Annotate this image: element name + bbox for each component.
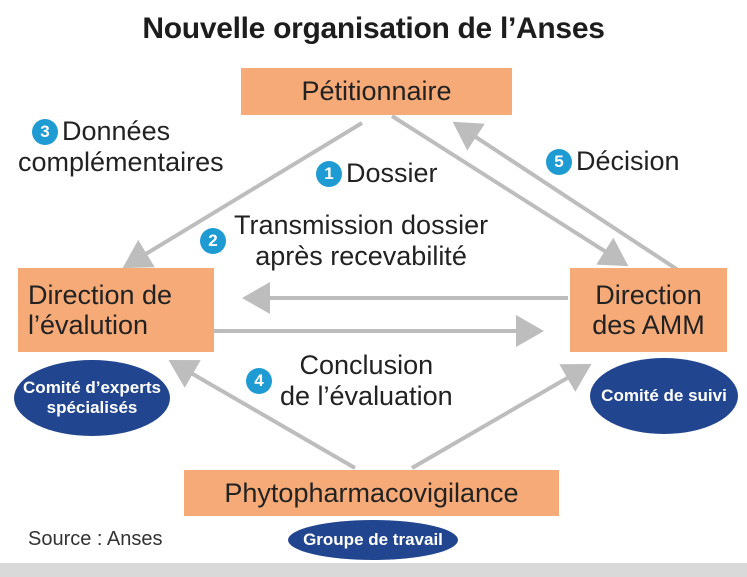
step-3-text-line2: complémentaires (18, 147, 224, 178)
node-direction-evaluation-label: Direction de l’évalution (28, 279, 173, 340)
arrow-phyto-to-evaluation (168, 359, 357, 470)
step-5-badge: 5 (546, 149, 572, 175)
node-direction-amm: Direction des AMM (570, 268, 727, 352)
step-1-badge: 1 (316, 161, 342, 187)
step-4-label: 4 Conclusion de l’évaluation (246, 350, 453, 413)
node-phytopharmacovigilance-label: Phytopharmacovigilance (224, 477, 519, 508)
committee-experts-label: Comité d’experts spécialisés (23, 377, 161, 417)
step-3-badge: 3 (32, 119, 58, 145)
step-2-badge: 2 (200, 228, 226, 255)
step-4-badge: 4 (246, 368, 272, 395)
page-title: Nouvelle organisation de l’Anses (142, 12, 605, 45)
arrow-phyto-to-amm (410, 363, 592, 470)
arrow-dossier (390, 114, 629, 267)
committee-suivi-label: Comité de suivi (601, 385, 727, 405)
node-petitionnaire: Pétitionnaire (241, 68, 512, 115)
source-note: Source : Anses (28, 528, 163, 550)
step-4-text-line1: Conclusion (299, 350, 434, 380)
step-2-text-line2: après recevabilité (255, 241, 467, 272)
committee-suivi-oval: Comité de suivi (590, 358, 738, 434)
step-1-text: Dossier (346, 158, 438, 188)
step-4-text-line2: de l’évaluation (280, 381, 453, 412)
node-direction-amm-label: Direction des AMM (592, 279, 705, 340)
step-3-text-line1: Données (62, 116, 171, 146)
groupe-travail-oval: Groupe de travail (288, 520, 458, 560)
step-2-label: 2 Transmission dossier après recevabilit… (200, 210, 488, 273)
committee-experts-oval: Comité d’experts spécialisés (14, 360, 170, 436)
node-petitionnaire-label: Pétitionnaire (301, 76, 452, 107)
arrow-decision (452, 121, 680, 272)
step-2-text-line1: Transmission dossier (234, 210, 489, 240)
node-direction-evaluation: Direction de l’évalution (18, 268, 214, 352)
node-phytopharmacovigilance: Phytopharmacovigilance (184, 470, 559, 516)
step-5-text: Décision (576, 146, 680, 176)
arrow-donnees-complementaires (122, 121, 364, 269)
groupe-travail-label: Groupe de travail (303, 529, 443, 549)
